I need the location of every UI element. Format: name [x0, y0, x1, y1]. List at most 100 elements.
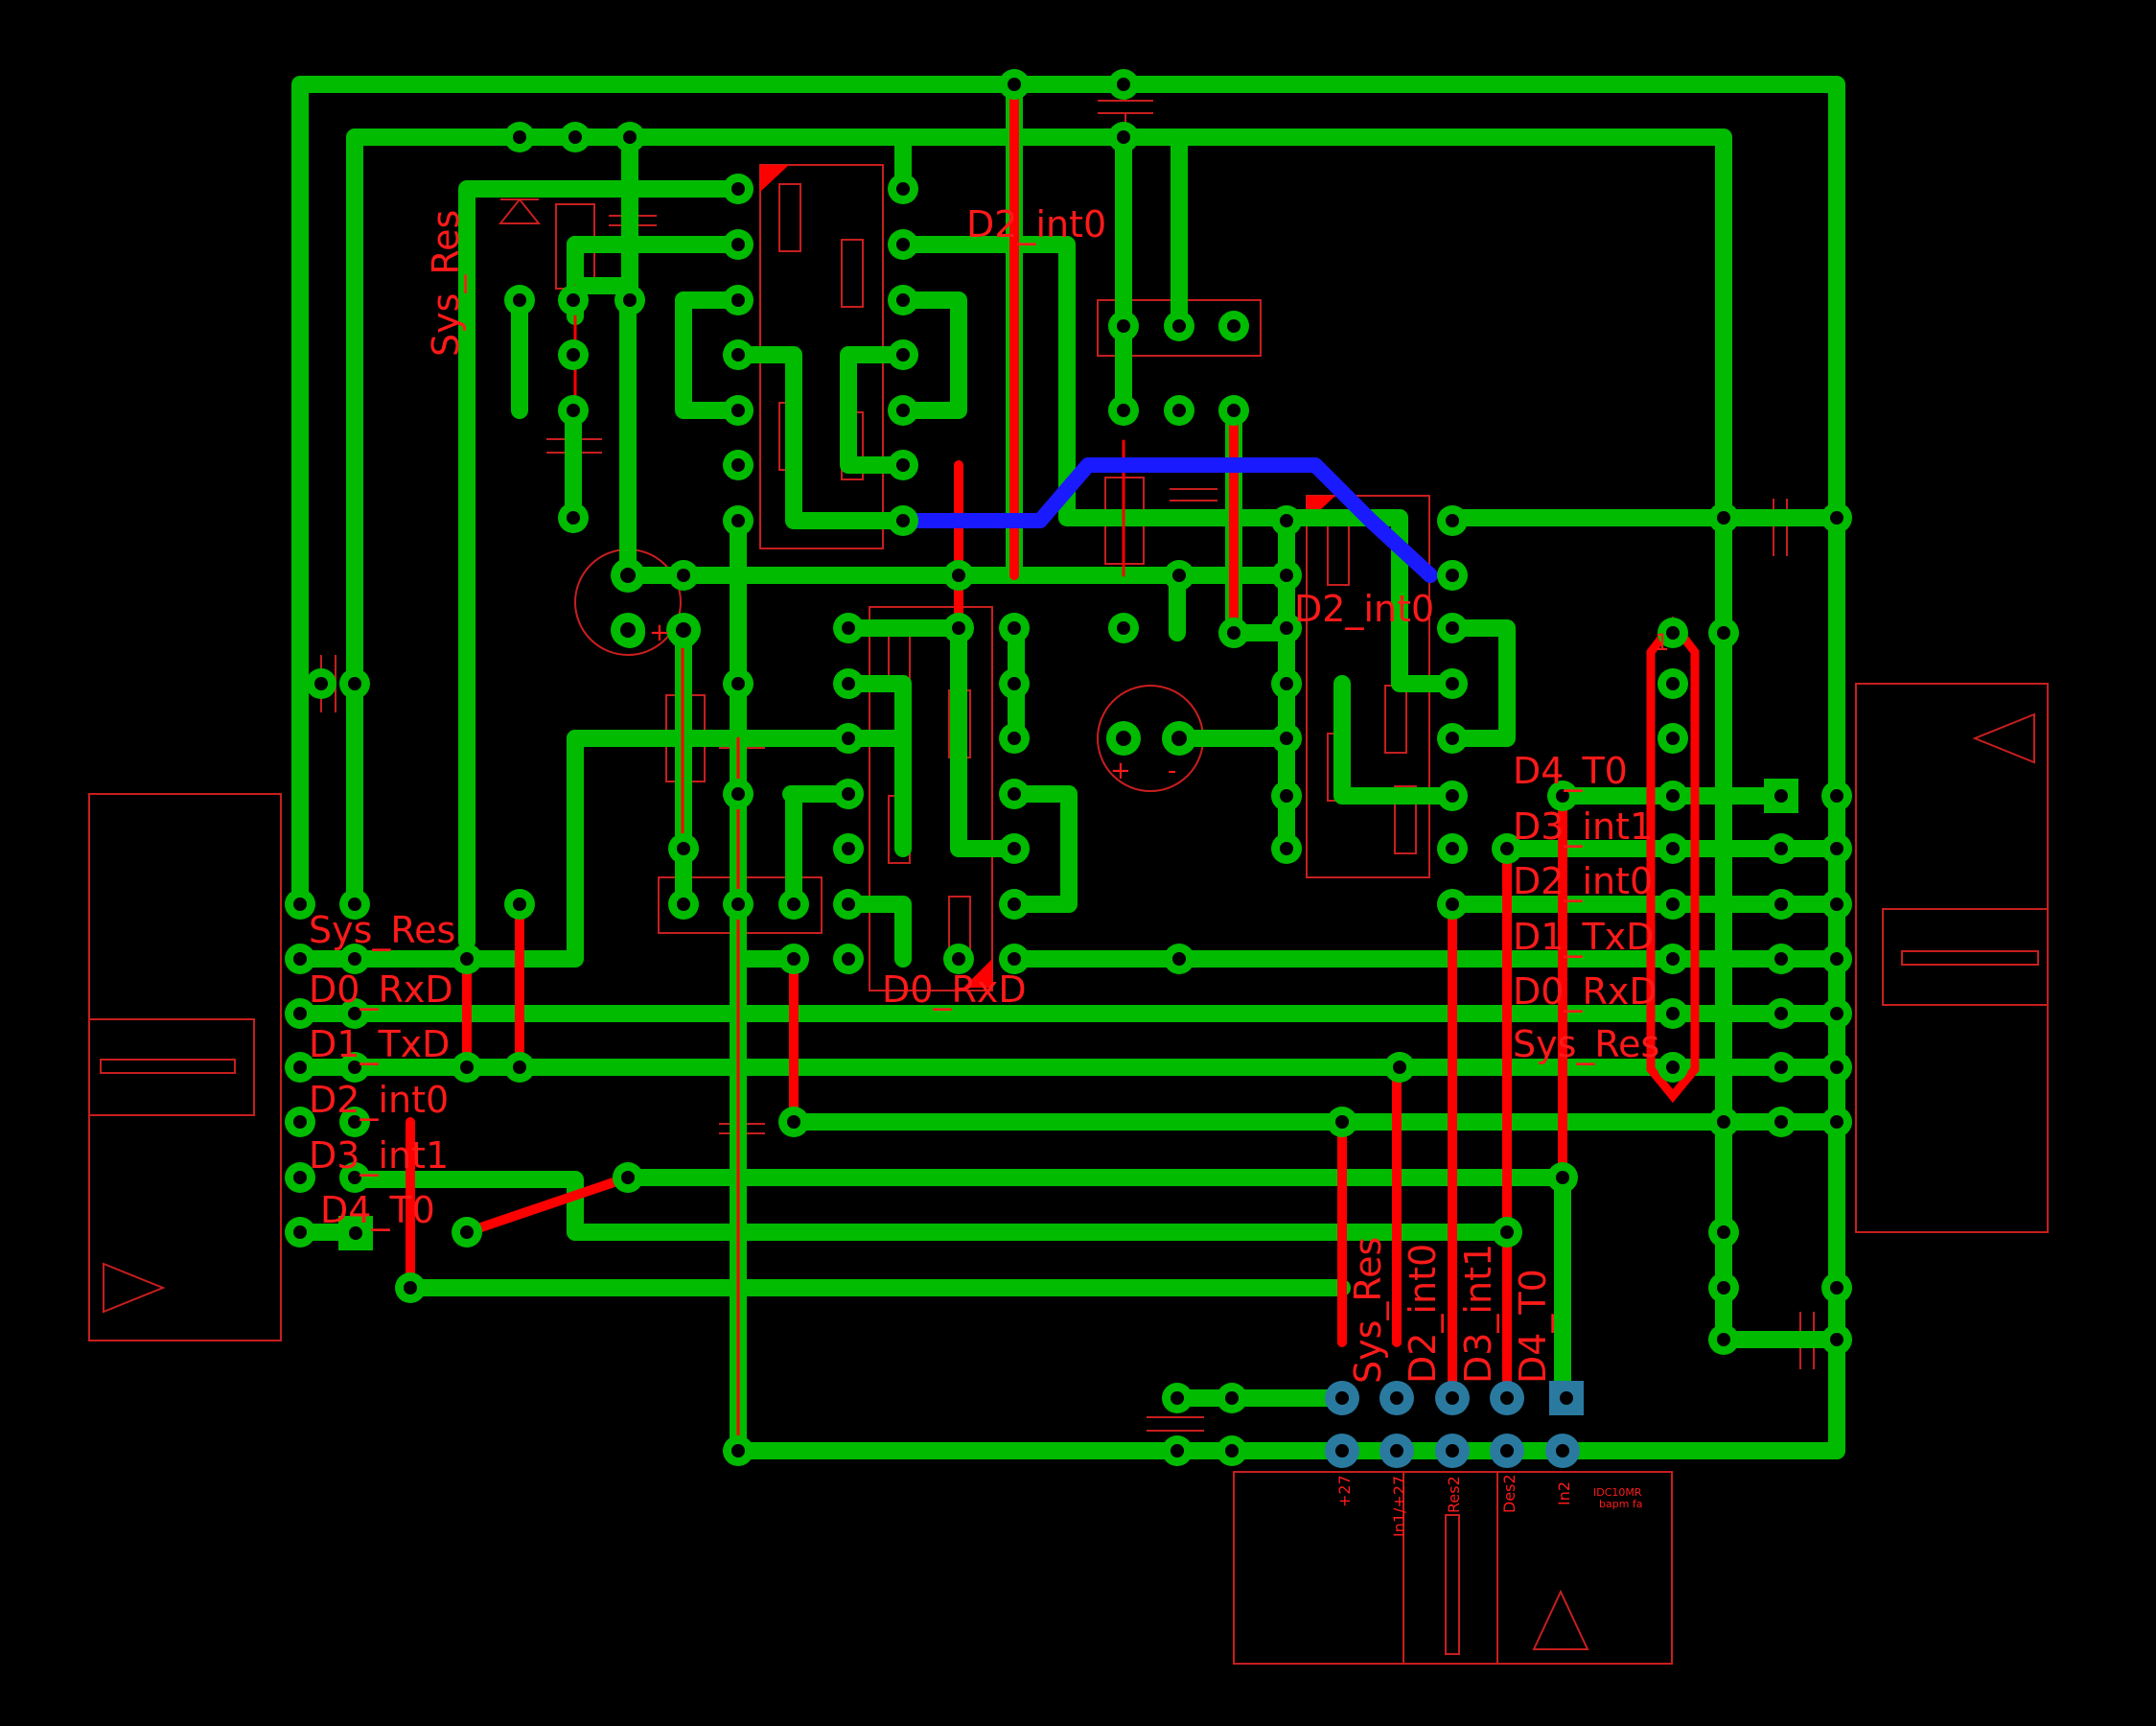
- pad-hole: [731, 182, 745, 196]
- elcap2-plus-marker: +: [1110, 757, 1131, 785]
- pad-hole: [1774, 952, 1788, 966]
- pad-hole: [1446, 732, 1459, 745]
- pad-hole: [293, 1007, 307, 1020]
- resistor-body: [778, 183, 801, 252]
- pad-hole: [842, 621, 855, 635]
- pad-hole: [896, 404, 910, 417]
- pad-hole: [1227, 626, 1240, 640]
- pad-hole: [896, 293, 910, 307]
- pad-hole: [731, 898, 745, 911]
- pad-hole: [1666, 626, 1680, 640]
- pad-hole: [1446, 569, 1459, 582]
- trace: [950, 619, 1025, 857]
- header-pin-label: In1/+27: [1390, 1476, 1408, 1537]
- pad-hole: [1830, 898, 1843, 911]
- resistor-body: [841, 239, 864, 308]
- pad-hole: [623, 293, 637, 307]
- left-label-d3-int1: D3_int1: [309, 1134, 449, 1177]
- trace: [1333, 675, 1461, 805]
- pad-hole: [1556, 1171, 1569, 1184]
- pad-hole: [1008, 842, 1021, 855]
- pad-hole: [1280, 677, 1293, 690]
- pad-hole: [677, 842, 690, 855]
- pad-hole: [1774, 898, 1788, 911]
- pad-hole: [348, 898, 361, 911]
- pad-hole: [1500, 1225, 1514, 1239]
- trace: [894, 292, 967, 419]
- pad-hole: [620, 622, 636, 638]
- diode-symbol: [498, 198, 542, 224]
- trace: [1444, 619, 1516, 747]
- pad-hole: [1666, 1007, 1680, 1020]
- pad-hole: [1008, 732, 1021, 745]
- pad-hole: [677, 569, 690, 582]
- trace: [840, 675, 912, 857]
- trace: [456, 730, 584, 968]
- pad-hole: [1008, 787, 1021, 801]
- pad-hole: [952, 621, 965, 635]
- pad-hole: [731, 404, 745, 417]
- bottom-label-sys-res: Sys_Res: [1347, 1237, 1389, 1384]
- pad-hole: [1116, 731, 1131, 746]
- pad-hole: [731, 348, 745, 362]
- pad-hole: [1830, 789, 1843, 803]
- pad-hole: [896, 514, 910, 527]
- pad-hole: [460, 1225, 474, 1239]
- pad-hole: [1666, 952, 1680, 966]
- pad-hole: [677, 898, 690, 911]
- pad-hole: [293, 1225, 307, 1239]
- pad-hole: [567, 511, 580, 525]
- trace: [346, 1171, 1516, 1241]
- right-label-d3-int1: D3_int1: [1513, 805, 1653, 848]
- pad-hole: [1172, 404, 1186, 417]
- pad-hole: [1830, 1281, 1843, 1294]
- pad-hole: [1717, 511, 1730, 525]
- pad-hole: [348, 1171, 361, 1184]
- pad-hole: [842, 677, 855, 690]
- pad-hole: [314, 677, 328, 690]
- bottom-header-pads: [1325, 1381, 1580, 1468]
- pad-hole: [1717, 1115, 1730, 1129]
- capacitor-symbol: [1773, 499, 1788, 556]
- pad-hole: [567, 404, 580, 417]
- pad-hole: [1830, 1115, 1843, 1129]
- pad-hole: [1830, 1007, 1843, 1020]
- pad-hole: [1280, 732, 1293, 745]
- pad-hole: [1717, 1281, 1730, 1294]
- pad-hole: [1446, 621, 1459, 635]
- header-part-name: IDC10MR: [1593, 1486, 1642, 1499]
- right-label-d1-txd: D1_TxD: [1513, 916, 1654, 958]
- pad-hole: [623, 130, 637, 144]
- pad-hole: [1117, 404, 1130, 417]
- pad-hole: [568, 130, 582, 144]
- pad-hole: [1171, 731, 1187, 746]
- pad-hole: [1666, 677, 1680, 690]
- pad-hole: [1717, 1225, 1730, 1239]
- pad-hole: [731, 1444, 745, 1458]
- pad-hole: [1280, 514, 1293, 527]
- pad-hole: [1008, 621, 1021, 635]
- pad-hole: [1830, 511, 1843, 525]
- left-connector-arrow-icon: [103, 1262, 166, 1314]
- pad-hole: [1666, 732, 1680, 745]
- pad-hole: [731, 458, 745, 472]
- pad-hole: [676, 622, 691, 638]
- resistor-body: [1394, 785, 1417, 854]
- left-label-d4-t0: D4_T0: [320, 1189, 435, 1231]
- capacitor-symbol: [1147, 1416, 1204, 1432]
- pad-hole: [567, 293, 580, 307]
- pad-hole: [1830, 842, 1843, 855]
- elcap2-minus-marker: -: [1168, 757, 1176, 785]
- elcap1-plus-marker: +: [649, 618, 670, 647]
- left-label-d1-txd: D1_TxD: [309, 1023, 450, 1065]
- header-pad-hole: [1500, 1444, 1514, 1458]
- right-connector-pin1-hole: [1774, 789, 1788, 803]
- pad-hole: [1666, 898, 1680, 911]
- pad-hole: [404, 1281, 417, 1294]
- pad-hole: [731, 293, 745, 307]
- pad-hole: [513, 898, 526, 911]
- pad-hole: [1117, 319, 1130, 333]
- left-label-sys-res: Sys_Res: [309, 909, 455, 951]
- bottom-label-d3-int1: D3_int1: [1457, 1244, 1499, 1384]
- header-pin1-hole: [1560, 1391, 1573, 1405]
